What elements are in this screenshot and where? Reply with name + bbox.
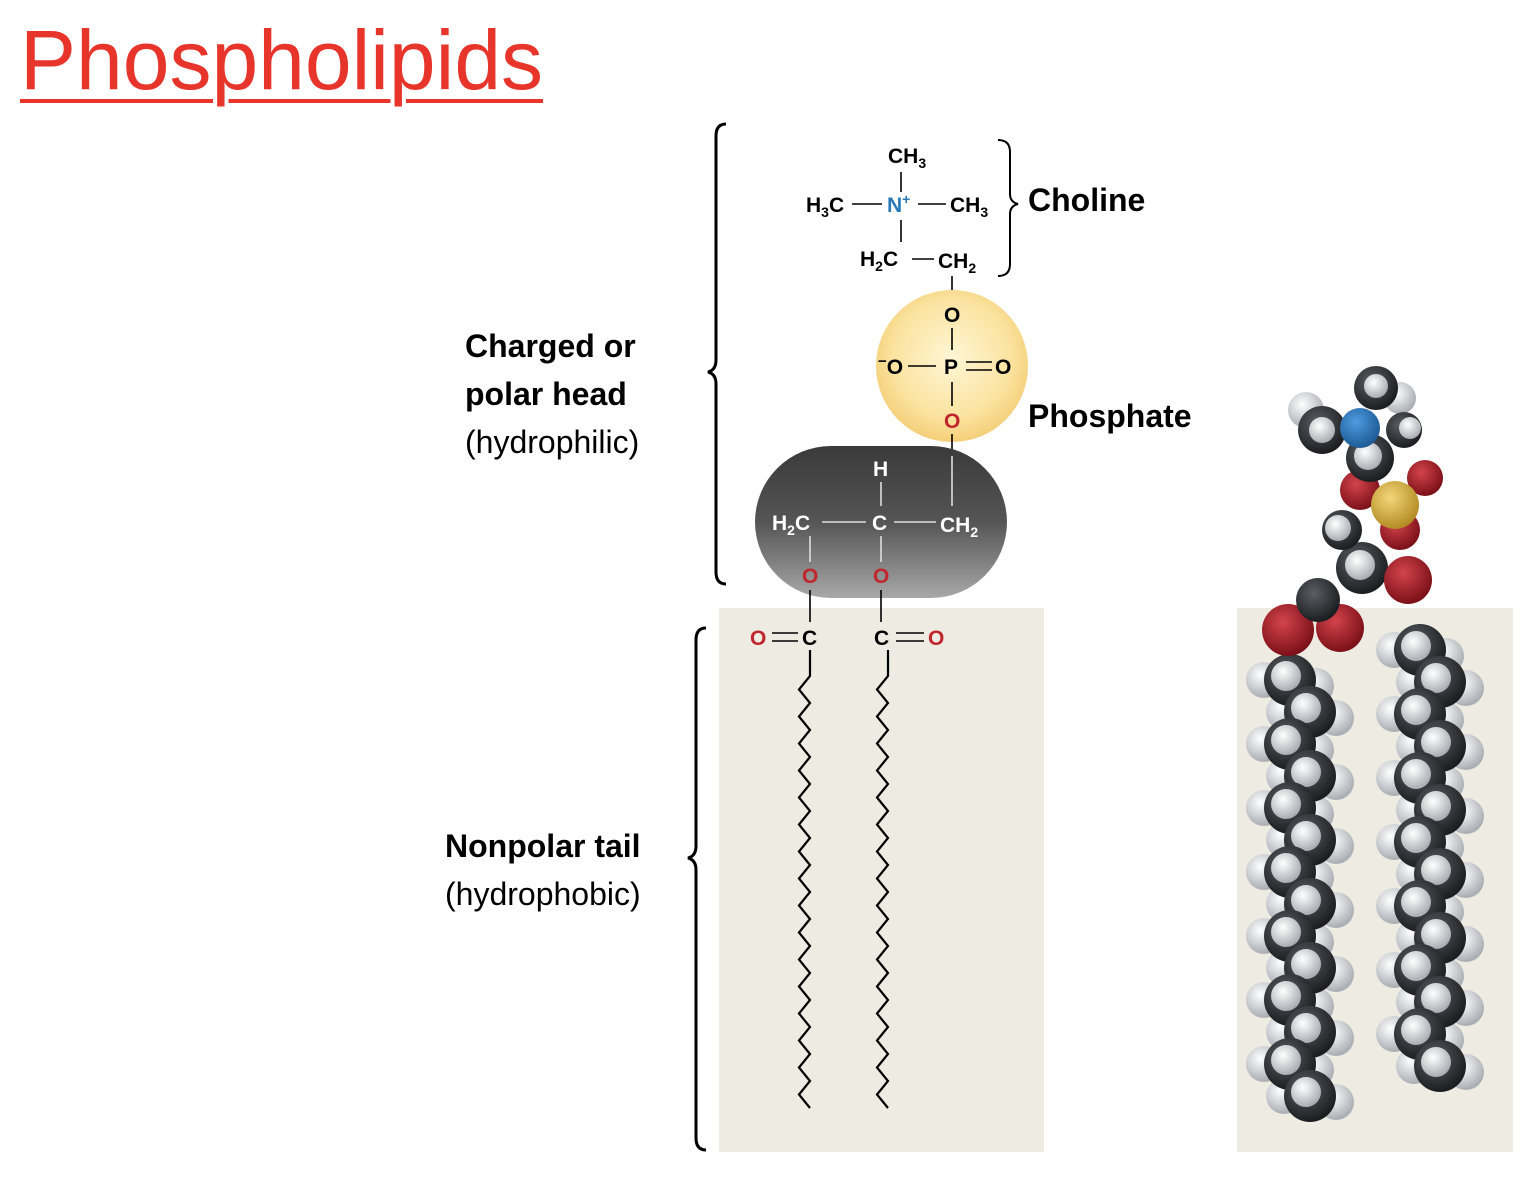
fatty-acid-chain-right bbox=[875, 650, 890, 1109]
right-tail-hydrogen-atom bbox=[1421, 663, 1451, 693]
nitrogen-atom bbox=[1340, 408, 1380, 448]
nonpolar-tail-brace bbox=[687, 626, 707, 1152]
ch2-glycerol: CH2 bbox=[940, 514, 978, 540]
right-tail-hydrogen-atom bbox=[1401, 887, 1431, 917]
choline-label: Choline bbox=[1028, 182, 1146, 218]
nonpolar-tail-label: Nonpolar tail (hydrophobic) bbox=[445, 822, 641, 918]
o-carbonyl-right: O bbox=[928, 627, 944, 650]
right-tail-hydrogen-atom bbox=[1421, 983, 1451, 1013]
hydrogen-atom bbox=[1309, 417, 1335, 443]
o-bottom: O bbox=[944, 410, 960, 433]
polar-head-label-line3: (hydrophilic) bbox=[465, 424, 640, 460]
page-title: Phospholipids bbox=[20, 13, 544, 107]
right-tail-hydrogen-atom bbox=[1421, 727, 1451, 757]
tail-region-background bbox=[719, 608, 1044, 1152]
o-minus: −O bbox=[878, 353, 903, 379]
left-tail-hydrogen-atom bbox=[1271, 917, 1301, 947]
right-tail-hydrogen-atom bbox=[1421, 919, 1451, 949]
h-glycerol: H bbox=[873, 458, 888, 481]
polar-head-label-line1: Charged or bbox=[465, 328, 636, 364]
nonpolar-tail-label-line1: Nonpolar tail bbox=[445, 828, 641, 864]
phosphorus: P bbox=[944, 356, 958, 379]
oxygen-atom bbox=[1262, 604, 1314, 656]
carbon-atom bbox=[1296, 578, 1340, 622]
ch3-left: H3C bbox=[806, 194, 844, 220]
left-tail-hydrogen-atom bbox=[1271, 789, 1301, 819]
fatty-acid-chain-left bbox=[797, 650, 812, 1109]
c-carbonyl-left: C bbox=[802, 627, 817, 650]
left-tail-hydrogen-atom bbox=[1271, 981, 1301, 1011]
h2c-glycerol: H2C bbox=[772, 512, 810, 538]
hydrogen-atom bbox=[1325, 515, 1351, 541]
c-glycerol: C bbox=[872, 512, 887, 535]
left-tail-hydrogen-atom bbox=[1271, 725, 1301, 755]
left-tail-hydrogen-atom bbox=[1291, 949, 1321, 979]
right-tail-hydrogen-atom bbox=[1401, 695, 1431, 725]
glycerol-backbone bbox=[755, 446, 1007, 598]
right-tail-hydrogen-atom bbox=[1401, 951, 1431, 981]
o-top: O bbox=[944, 304, 960, 327]
hydrogen-atom bbox=[1399, 417, 1421, 439]
hydrogen-atom bbox=[1364, 374, 1388, 398]
oxygen-atom bbox=[1384, 556, 1432, 604]
left-tail-hydrogen-atom bbox=[1291, 757, 1321, 787]
left-tail-hydrogen-atom bbox=[1271, 661, 1301, 691]
o-ester-right: O bbox=[873, 565, 889, 588]
hydrogen-atom bbox=[1354, 442, 1382, 470]
c-carbonyl-right: C bbox=[874, 627, 889, 650]
right-tail-hydrogen-atom bbox=[1401, 759, 1431, 789]
right-tail-hydrogen-atom bbox=[1421, 1047, 1451, 1077]
o-carbonyl-left: O bbox=[750, 627, 766, 650]
phosphorus-atom bbox=[1371, 481, 1419, 529]
hydrogen-atom bbox=[1345, 550, 1375, 580]
o-double: O bbox=[995, 356, 1011, 379]
right-tail-hydrogen-atom bbox=[1421, 791, 1451, 821]
phosphate-label: Phosphate bbox=[1028, 398, 1192, 434]
right-tail-hydrogen-atom bbox=[1401, 1015, 1431, 1045]
polar-head-label-line2: polar head bbox=[465, 376, 627, 412]
n-plus: N+ bbox=[887, 191, 910, 217]
space-filling-model bbox=[1246, 366, 1484, 1122]
left-tail-hydrogen-atom bbox=[1271, 1045, 1301, 1075]
h2c-choline: H2C bbox=[860, 248, 898, 274]
polar-head-brace bbox=[707, 122, 727, 586]
left-tail-hydrogen-atom bbox=[1291, 693, 1321, 723]
right-tail-hydrogen-atom bbox=[1421, 855, 1451, 885]
o-ester-left: O bbox=[802, 565, 818, 588]
polar-head-label: Charged or polar head (hydrophilic) bbox=[465, 322, 639, 466]
nonpolar-tail-label-line2: (hydrophobic) bbox=[445, 876, 641, 912]
left-tail-hydrogen-atom bbox=[1291, 821, 1321, 851]
choline-brace bbox=[997, 139, 1019, 277]
ch2-choline: CH2 bbox=[938, 250, 976, 276]
oxygen-atom bbox=[1407, 460, 1443, 496]
left-tail-hydrogen-atom bbox=[1271, 853, 1301, 883]
left-tail-hydrogen-atom bbox=[1291, 1077, 1321, 1107]
ch3-right: CH3 bbox=[950, 194, 988, 220]
right-tail-hydrogen-atom bbox=[1401, 823, 1431, 853]
left-tail-hydrogen-atom bbox=[1291, 885, 1321, 915]
right-tail-hydrogen-atom bbox=[1401, 631, 1431, 661]
left-tail-hydrogen-atom bbox=[1291, 1013, 1321, 1043]
ch3-top: CH3 bbox=[888, 145, 926, 171]
phosphate-sphere bbox=[876, 290, 1028, 442]
